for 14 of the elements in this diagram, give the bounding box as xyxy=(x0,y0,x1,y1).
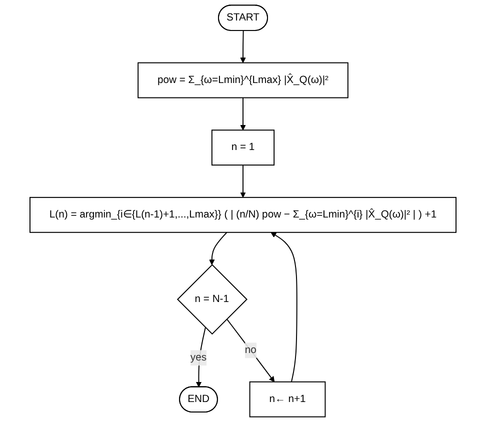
node-box: L(n) = argmin_{i∈{L(n-1)+1,...,Lmax}} ( | (n/N) pow − Σ_{ω=Lmin}^{i} |X̂_Q(ω)|² | ) +1 xyxy=(30,196,456,233)
arrow xyxy=(240,164,246,198)
edge-label: yes xyxy=(190,352,207,364)
arrow xyxy=(226,318,275,382)
arrow xyxy=(270,232,298,382)
arrow xyxy=(240,30,246,64)
node-box: n = 1 xyxy=(211,130,275,166)
arrow xyxy=(196,327,206,388)
arrow xyxy=(240,97,246,130)
node-box: n← n+1 xyxy=(249,381,326,418)
node-box: pow = Σ_{ω=Lmin}^{Lmax} |X̂_Q(ω)|² xyxy=(138,62,348,98)
arrow xyxy=(209,232,228,265)
node-diamond: n = N-1 xyxy=(176,264,248,335)
edge-label: no xyxy=(244,344,256,356)
